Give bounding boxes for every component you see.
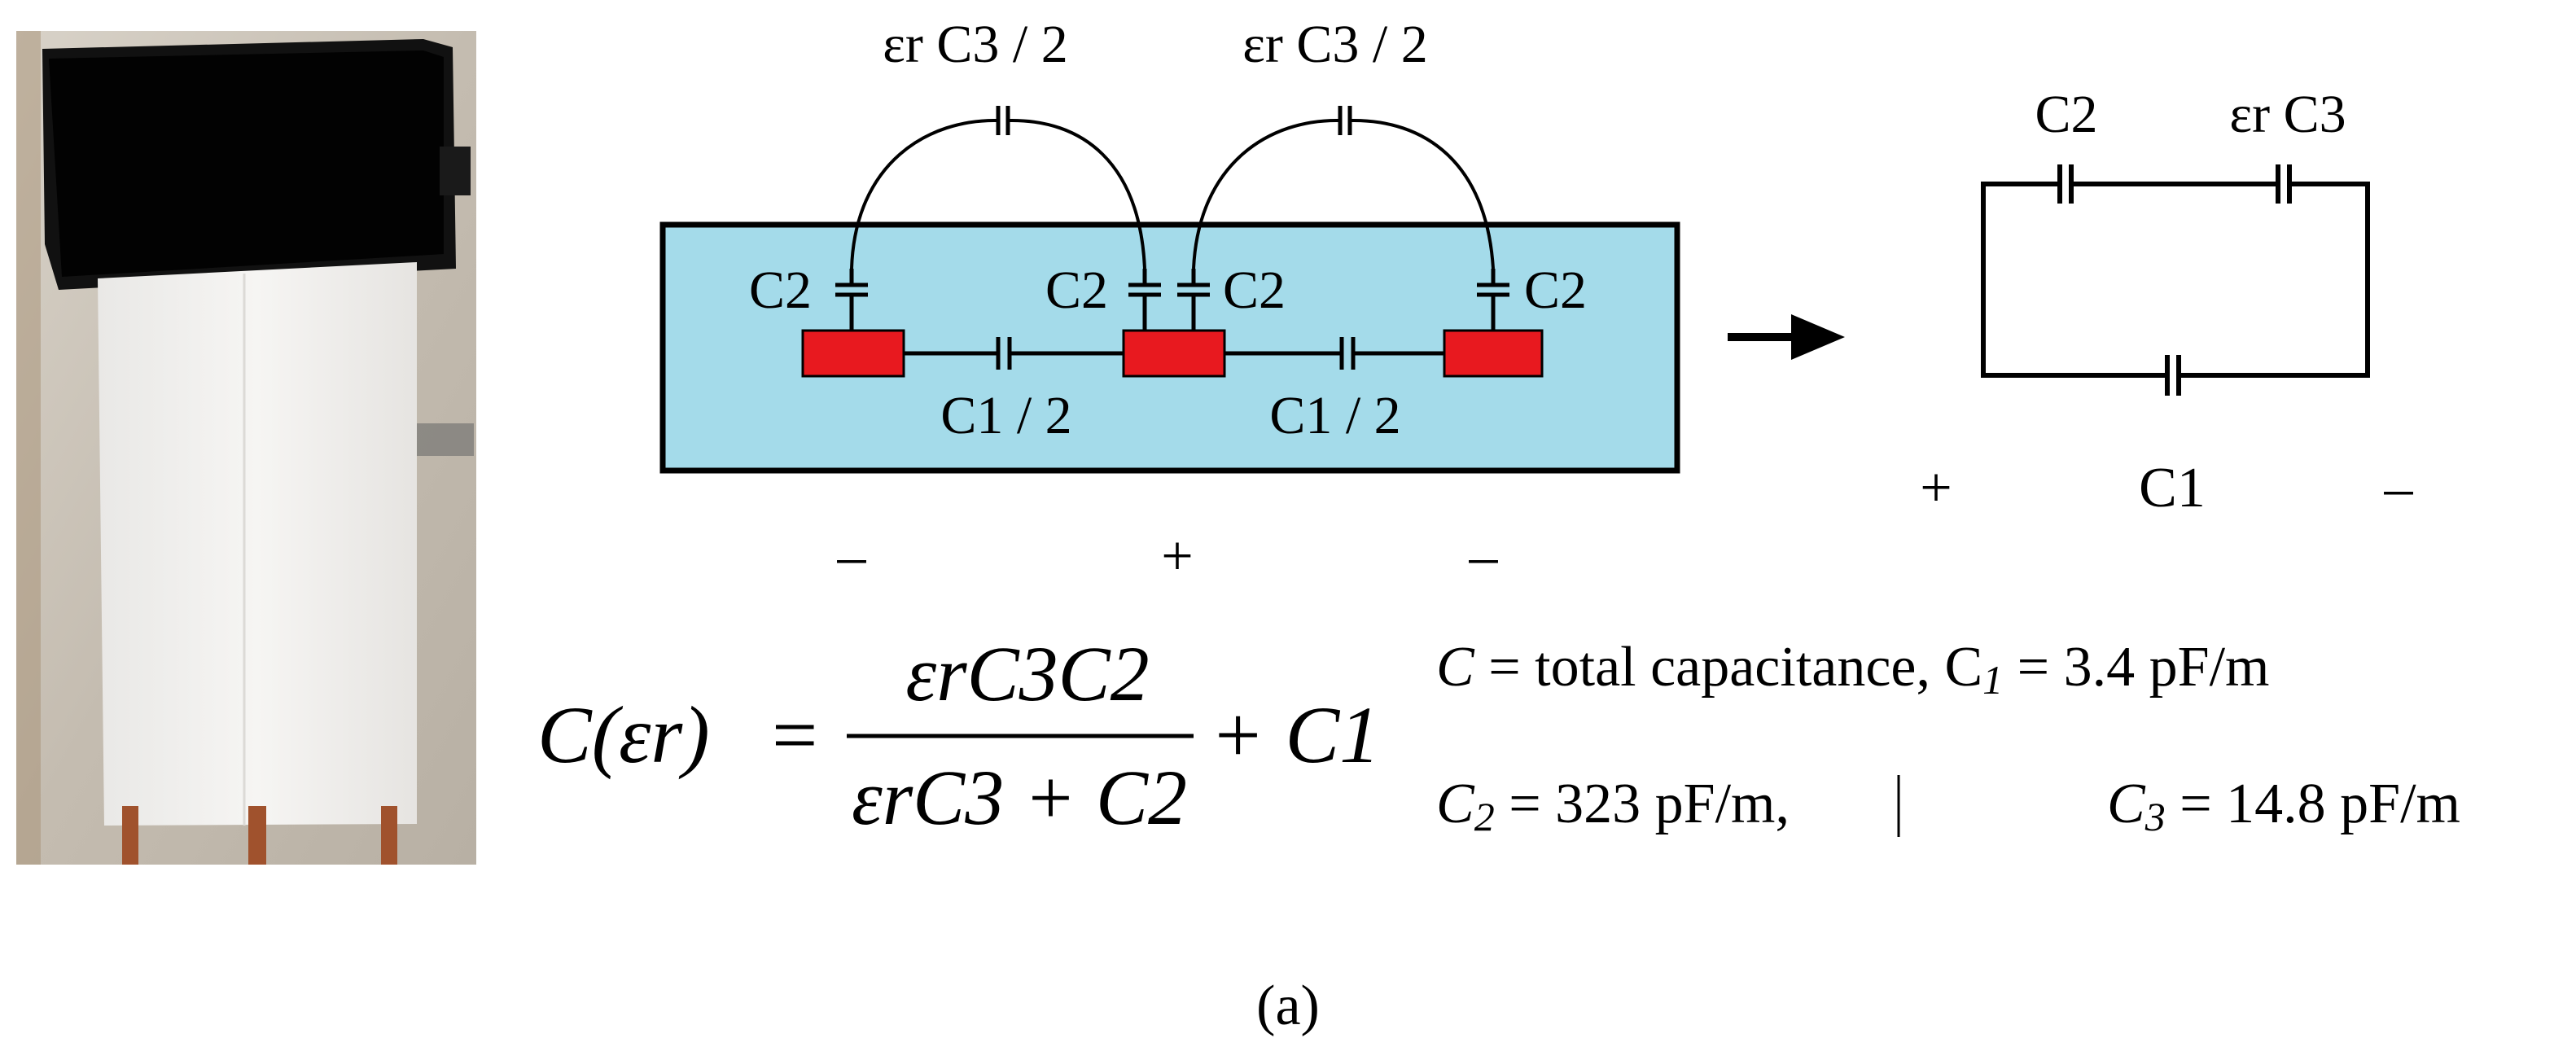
equivalent-circuit [1981,164,2370,396]
capacitance-formula: C(εr) = εrC3C2 εrC3 + C2 + C1 [537,630,1380,841]
top-cap-label-right: εr C3 / 2 [1242,15,1428,74]
arc-left [850,118,1146,269]
eq-er-c3-label: εr C3 [2229,85,2346,144]
electrode-center [1122,329,1226,378]
electrode-right [1443,329,1544,378]
sensor-photo [16,31,476,865]
c2-capacitor-2 [1128,269,1161,331]
figure-caption: (a) [1256,975,1320,1037]
formula-plus-term: + C1 [1210,690,1380,780]
sensor-film [98,262,417,826]
definition-line-3: C3 = 14.8 pF/m [2107,773,2460,839]
formula-lhs: C(εr) [537,690,710,780]
copper-leads [122,806,397,865]
polarity-minus-left: – [837,525,867,588]
definition-line-2: C2 = 323 pF/m, [1436,773,1790,839]
arc-right [1192,118,1495,269]
electrode-left [801,329,905,378]
eq-polarity-plus: + [1920,457,1952,519]
black-clamp [42,39,471,290]
polarity-minus-right: – [1469,525,1499,588]
c2-label-3: C2 [1223,261,1286,320]
top-cap-label-left: εr C3 / 2 [883,15,1068,74]
formula-equals: = [772,690,817,780]
sensor-circuit-diagram: εr C3 / 2 εr C3 / 2 C2 C2 C2 C2 C1 / 2 C… [659,15,1680,588]
c2-capacitor-4 [1477,269,1509,331]
capacitance-definitions: C = total capacitance, C1 = 3.4 pF/m C2 … [1436,636,2460,839]
arrow-icon [1728,314,1845,360]
formula-denominator: εrC3 + C2 [852,754,1187,841]
c2-label-4: C2 [1524,261,1587,320]
er-c3-half-capacitor-left [996,106,1010,135]
c2-capacitor-1 [835,269,868,331]
formula-numerator: εrC3C2 [905,630,1149,717]
er-c3-half-capacitor-right [1338,106,1352,135]
polarity-plus-center: + [1161,525,1193,588]
c2-capacitor-3 [1177,269,1210,331]
eq-c2-label: C2 [2035,85,2097,144]
eq-polarity-minus: – [2384,457,2414,519]
c1-half-label-left: C1 / 2 [940,386,1071,445]
c1-half-label-right: C1 / 2 [1269,386,1400,445]
c1-half-capacitor-left [904,337,1124,370]
c1-half-capacitor-right [1224,337,1444,370]
c2-label-2: C2 [1045,261,1108,320]
definition-line-1: C = total capacitance, C1 = 3.4 pF/m [1436,636,2269,703]
eq-c1-label: C1 [2139,457,2206,519]
c2-label-1: C2 [749,261,812,320]
